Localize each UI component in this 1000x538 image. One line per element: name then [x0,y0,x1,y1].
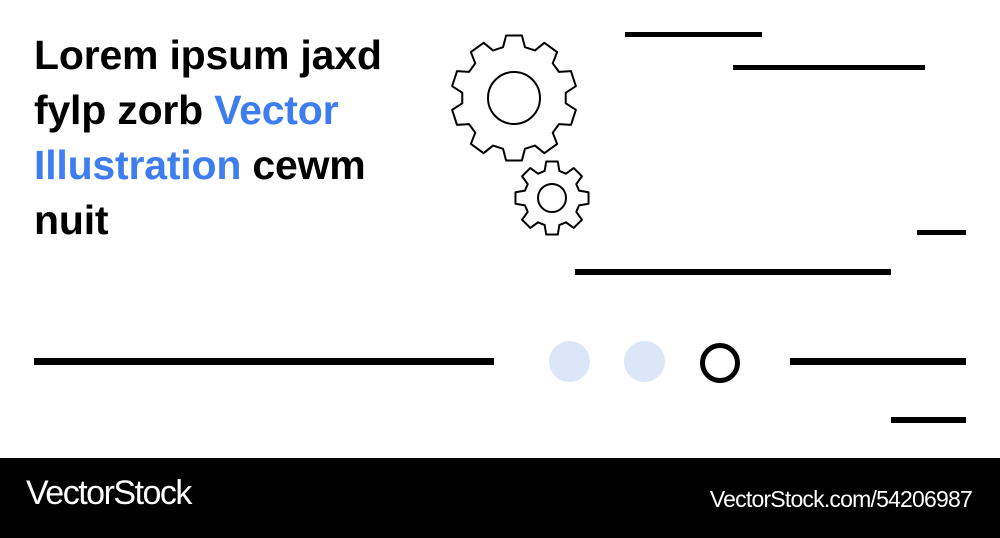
dot-light-1 [549,341,590,382]
decor-line-top-2 [733,65,925,70]
vectorstock-logo: VectorStock [26,474,192,512]
decor-line-top-1 [625,32,762,37]
footer-bar: VectorStock VectorStock.com/54206987 [0,458,1000,538]
gear-icon-large [451,34,577,162]
headline-accent-text: Vector Illustration [34,87,339,188]
dot-outline [700,343,740,383]
decor-line-middle [575,269,891,275]
decor-line-bottom-right [790,358,966,365]
headline-text-start: Lorem ipsum jaxd fylp zorb [34,32,382,133]
headline-text-end: cewm nuit [34,142,366,243]
decor-line-bottom-right-short [891,417,966,423]
dot-light-2 [624,341,665,382]
decor-line-right-short [917,230,966,235]
illustration-canvas: Lorem ipsum jaxd fylp zorb Vector Illust… [34,28,966,423]
decor-line-bottom-left [34,358,494,365]
headline: Lorem ipsum jaxd fylp zorb Vector Illust… [34,28,434,248]
gear-icon-small [514,160,590,236]
image-url-text: VectorStock.com/54206987 [709,486,973,512]
